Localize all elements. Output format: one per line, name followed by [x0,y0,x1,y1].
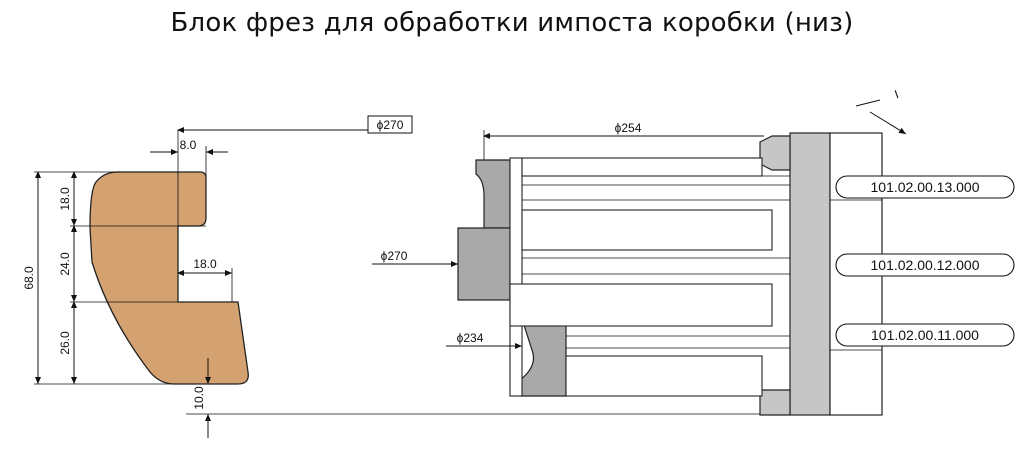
profile-shape [89,171,249,385]
dim-diameter-top: ϕ270 [377,118,404,132]
part-callout-1: 101.02.00.13.000 [835,175,1015,199]
dim-diameter-234: ϕ234 [457,331,484,345]
cutter-upper [475,159,511,229]
part-number-1: 101.02.00.13.000 [871,179,980,195]
part-callout-2: 101.02.00.12.000 [835,253,1015,277]
dim-height-2: 24.0 [58,252,72,276]
diagram-title: Блок фрез для обработки импоста коробки … [170,8,854,38]
dim-height-3: 26.0 [58,331,72,355]
dim-width-top: 8.0 [180,138,197,152]
bottom-flange [759,389,791,416]
top-nut [759,135,791,171]
dim-total-height: 68.0 [22,266,36,290]
diameter-box [367,115,413,134]
dim-bottom-offset: 10.0 [192,386,206,410]
section-mark: I [893,87,901,101]
profile-drawing: 68.0 18.0 24.0 26.0 8.0 ϕ270 18.0 10.0 [22,115,760,438]
cutter-block-drawing: ϕ254 ϕ270 ϕ234 I 101.02.00.13.000 101.02… [372,87,1015,416]
dim-height-1: 18.0 [58,187,72,211]
part-number-2: 101.02.00.12.000 [871,257,980,273]
shaft-body [789,132,831,416]
dim-diameter-254: ϕ254 [615,121,642,135]
part-callout-3: 101.02.00.11.000 [835,323,1015,347]
dim-diameter-270: ϕ270 [381,249,408,263]
cutter-middle [457,227,511,301]
dim-slot-width: 18.0 [193,257,217,271]
part-number-3: 101.02.00.11.000 [871,327,979,343]
